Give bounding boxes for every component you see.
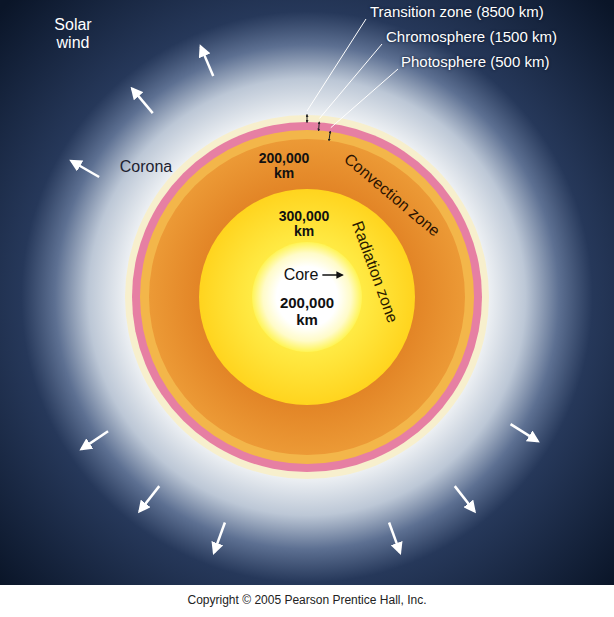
- dimension-label: 300,000 km: [276, 209, 332, 240]
- dimension-label: 200,000 km: [276, 295, 338, 328]
- chromosphere-ring: [132, 122, 482, 472]
- leader-line: [319, 44, 382, 118]
- layer-label: Transition zone (8500 km): [370, 4, 544, 21]
- core-radius-arrow: [322, 274, 342, 276]
- convection-zone-disc: [149, 139, 465, 455]
- thickness-arrow: [329, 131, 330, 141]
- solar-wind-arrow: [132, 89, 153, 114]
- transition-zone-ring: [125, 115, 489, 479]
- radiation-zone-disc: [199, 189, 415, 405]
- photosphere-ring: [140, 130, 474, 464]
- solar-wind-arrow: [140, 486, 160, 511]
- corona-glow: [0, 0, 614, 585]
- leader-line: [331, 69, 398, 128]
- solar-wind-arrow: [389, 523, 400, 553]
- solar-wind-arrow: [455, 486, 475, 511]
- caption-strip: [0, 585, 614, 617]
- solar-wind-arrow: [511, 424, 538, 441]
- core: Core 200,000 km: [252, 242, 362, 352]
- core-disc: [252, 242, 362, 352]
- region-label: Solar wind: [47, 16, 99, 51]
- layer-label: Photosphere (500 km): [401, 54, 549, 71]
- dimension-label: 200,000 km: [256, 151, 312, 182]
- convection-zone: Convection zoneRadiation zoneCore200,000…: [149, 139, 465, 455]
- solar-wind-arrow: [201, 47, 214, 76]
- layer-label: Chromosphere (1500 km): [386, 29, 557, 46]
- solar-wind-arrow: [82, 431, 109, 449]
- thickness-arrow: [307, 115, 308, 123]
- region-label: Corona: [120, 158, 172, 176]
- solar-wind-arrow: [71, 161, 99, 177]
- thickness-arrow: [318, 122, 320, 131]
- copyright-caption: Copyright © 2005 Pearson Prentice Hall, …: [188, 594, 427, 607]
- solar-wind-arrow: [214, 523, 225, 553]
- leader-line: [307, 19, 366, 111]
- arrows: [71, 19, 537, 553]
- zone-label: Core: [284, 266, 319, 284]
